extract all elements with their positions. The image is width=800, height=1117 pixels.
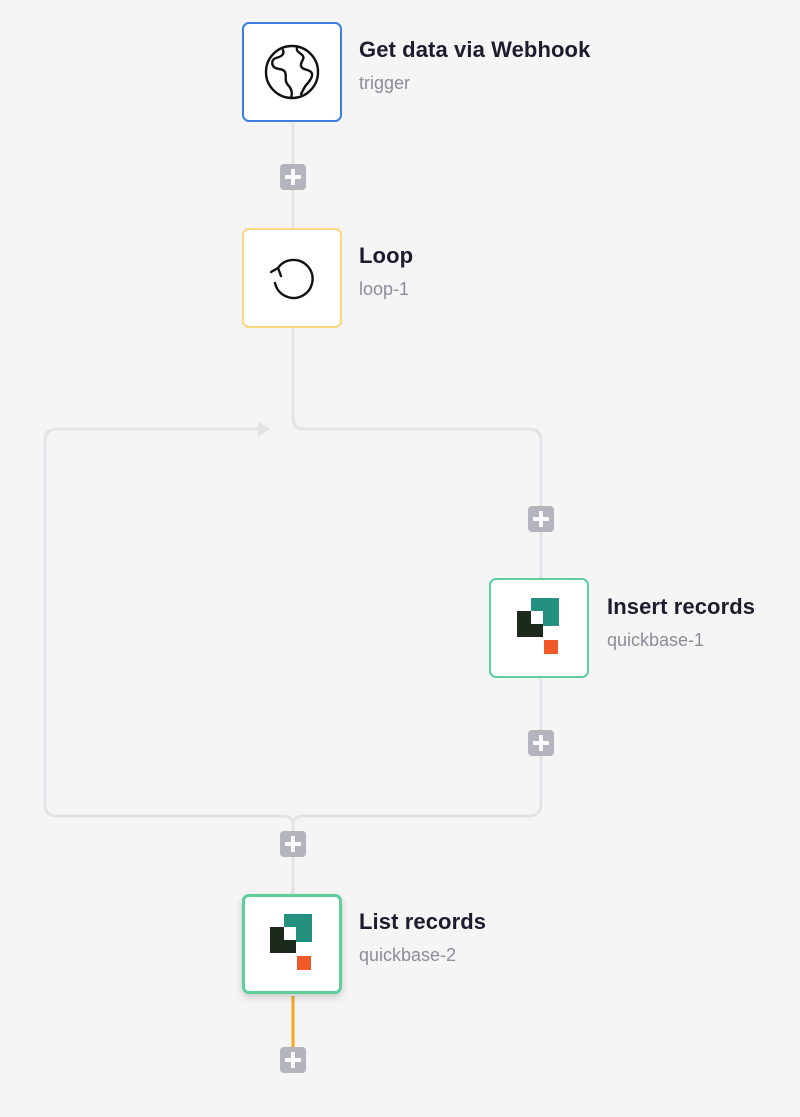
- add-step-button[interactable]: [528, 506, 554, 532]
- node-title: List records: [359, 909, 487, 934]
- node-title: Insert records: [607, 594, 756, 619]
- node-title: Loop: [359, 243, 414, 268]
- loop-back-arrowhead: [258, 421, 270, 437]
- node-subtitle: quickbase-2: [359, 945, 457, 965]
- loop-arrow-icon: [266, 252, 318, 304]
- connector-loop-back: [43, 427, 295, 826]
- node-subtitle: trigger: [359, 73, 411, 93]
- webhook-trigger-node[interactable]: [242, 22, 342, 122]
- add-step-button[interactable]: [280, 831, 306, 857]
- connector-insert-merge: [291, 678, 543, 826]
- loop-node-label: Loop loop-1: [359, 242, 413, 301]
- insert-records-node[interactable]: [489, 578, 589, 678]
- add-step-button[interactable]: [528, 730, 554, 756]
- connector-loop-body: [291, 327, 543, 582]
- loop-node[interactable]: [242, 228, 342, 328]
- insert-node-label: Insert records quickbase-1: [607, 593, 755, 652]
- node-subtitle: quickbase-1: [607, 630, 705, 650]
- node-subtitle: loop-1: [359, 279, 410, 299]
- plus-icon-stroke: [539, 735, 543, 751]
- webhook-node-label: Get data via Webhook trigger: [359, 36, 590, 95]
- list-node-label: List records quickbase-2: [359, 908, 486, 967]
- add-step-button[interactable]: [280, 164, 306, 190]
- quickbase-logo-icon: [517, 598, 561, 658]
- add-step-button[interactable]: [280, 1047, 306, 1073]
- globe-icon: [263, 43, 321, 101]
- list-records-node[interactable]: [242, 894, 342, 994]
- quickbase-logo-icon: [270, 914, 314, 974]
- plus-icon-stroke: [291, 836, 295, 852]
- plus-icon-stroke: [291, 1052, 295, 1068]
- plus-icon-stroke: [539, 511, 543, 527]
- plus-icon-stroke: [291, 169, 295, 185]
- node-title: Get data via Webhook: [359, 37, 591, 62]
